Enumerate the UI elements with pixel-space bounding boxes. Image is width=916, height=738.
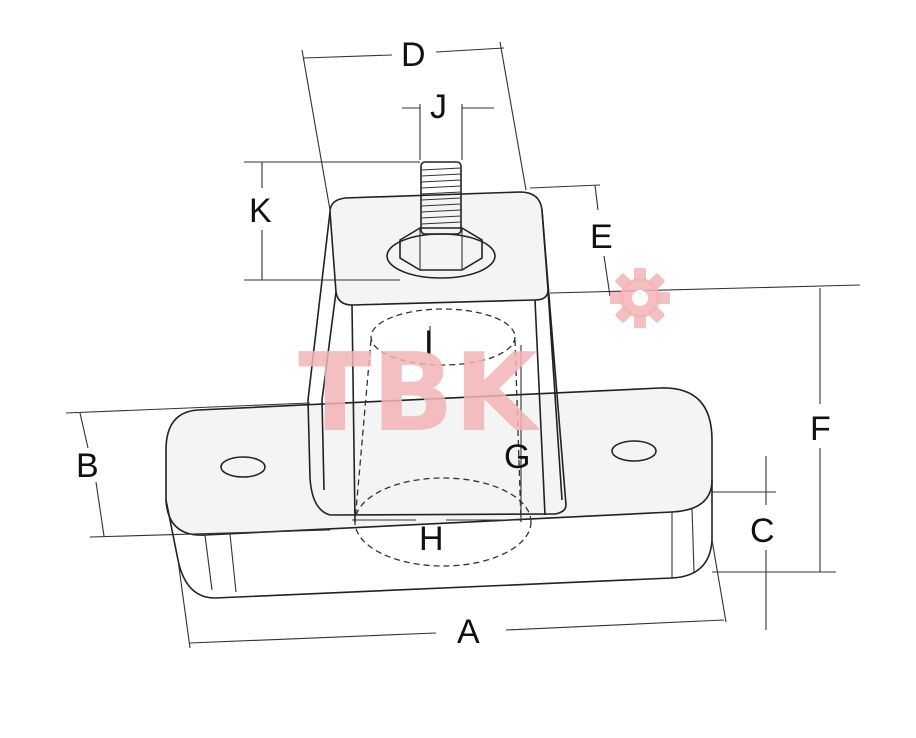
label-c: C bbox=[750, 512, 775, 550]
label-i: I bbox=[424, 324, 433, 362]
label-e: E bbox=[590, 218, 613, 256]
label-f: F bbox=[810, 410, 831, 448]
label-g: G bbox=[504, 438, 530, 476]
watermark-text: TBK bbox=[298, 331, 541, 456]
dimension-lines bbox=[65, 41, 861, 649]
rubber-housing bbox=[307, 191, 567, 567]
gear-icon bbox=[610, 268, 670, 328]
left-mount-hole bbox=[220, 456, 266, 478]
label-h: H bbox=[419, 520, 444, 558]
label-d: D bbox=[401, 36, 426, 74]
threaded-stud bbox=[386, 161, 496, 279]
label-k: K bbox=[249, 192, 272, 230]
label-a: A bbox=[457, 613, 480, 651]
label-b: B bbox=[76, 447, 99, 485]
right-mount-hole bbox=[611, 440, 657, 462]
tbk-watermark: TBK bbox=[298, 268, 670, 456]
hex-nut bbox=[399, 227, 483, 271]
base-plate bbox=[165, 387, 713, 599]
dimension-labels: D J K E F C B A G H I bbox=[76, 36, 831, 651]
label-j: J bbox=[430, 88, 447, 126]
